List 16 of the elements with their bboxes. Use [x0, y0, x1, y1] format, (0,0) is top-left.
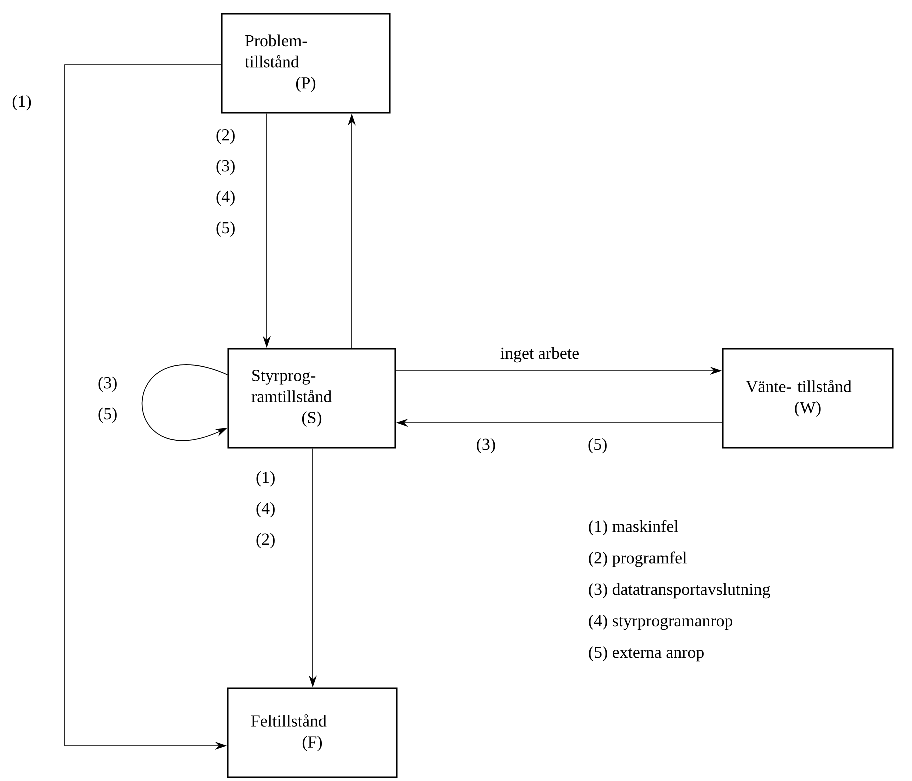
edge-label: (3) (5) [96, 375, 124, 425]
arrow [142, 364, 228, 441]
legend-text: (3) datatransportavslutning [589, 583, 770, 599]
legend-text: (5) externa anrop [589, 646, 704, 662]
edge-label: (1) [10, 94, 34, 112]
edge-label: (3) (5) [474, 436, 610, 456]
edge-label: inget arbete [499, 346, 581, 364]
state-box: Styrprog- ramtillstånd (S) [228, 348, 396, 449]
state-box: Vänte- tillstånd (W) [722, 348, 894, 449]
state-box: Feltillstånd (F) [227, 688, 398, 778]
legend-text: (4) styrprogramanrop [589, 614, 733, 630]
legend-text: (2) programfel [589, 552, 687, 568]
edge-label: (1) (4) (2) [254, 470, 282, 550]
edge-label: (2) (3) (4) (5) [214, 128, 242, 238]
legend-text: (1) maskinfel [589, 520, 678, 536]
state-box: Problem- tillstånd (P) [221, 13, 391, 114]
